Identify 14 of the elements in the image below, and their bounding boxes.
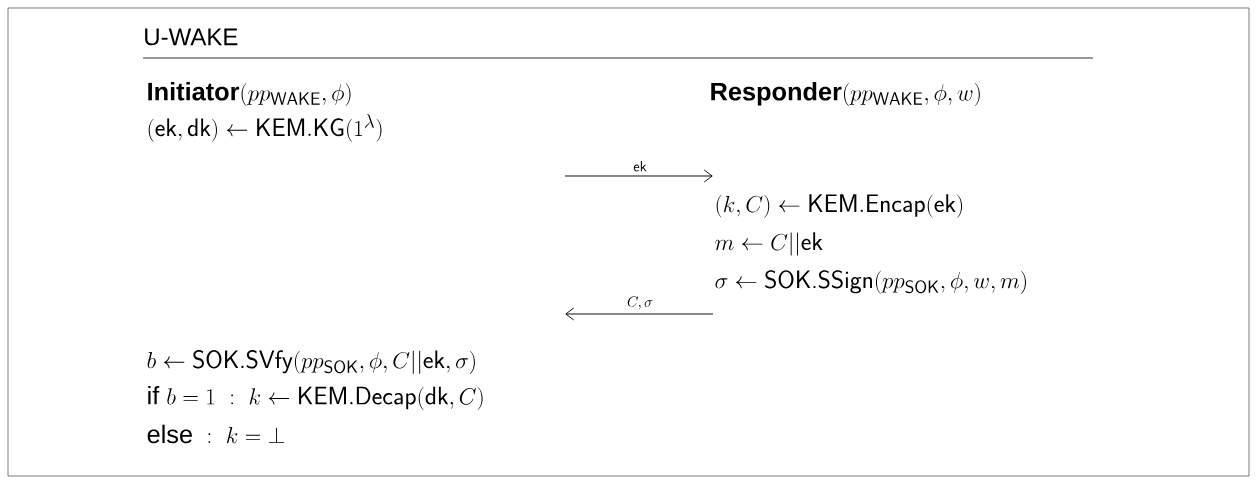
protocol-step: $m\leftarrow C||\mathsf{ek}$: [715, 232, 823, 256]
protocol-step: $b\leftarrow\mathsf{SOK.SVfy}(pp_{\mathsf{SOK}},\phi,C||\mathsf{ek},\sigma)$: [147, 350, 475, 374]
party-heading: $\textbf{Initiator}(pp_{\mathsf{WAKE}},\phi)$: [148, 81, 351, 107]
message-label: $C,\sigma$: [627, 296, 653, 310]
protocol-step: $\sigma\leftarrow\mathsf{SOK.SSign}(pp_{\mathsf{SOK}},\phi,w,m)$: [715, 270, 1026, 294]
message-arrow: [564, 169, 713, 183]
protocol-step: $(\mathsf{ek},\mathsf{dk})\leftarrow\mathsf{KEM.KG}(1^{\lambda})$: [148, 114, 382, 142]
party-heading: $\textbf{Responder}(pp_{\mathsf{WAKE}},\phi,w)$: [711, 81, 980, 107]
message-label: $\mathsf{ek}$: [633, 161, 647, 172]
protocol-step: $(k,C)\leftarrow\mathsf{KEM.Encap}(\mathsf{ek})$: [716, 194, 963, 218]
message-arrow: [565, 307, 714, 321]
diagram-title: U-WAKE: [145, 28, 238, 46]
protocol-step: $\mathrm{else}\ :\ k=\bot$: [147, 424, 285, 444]
protocol-step: $\mathrm{if}\ b=1\ :\ k\leftarrow\mathsf{KEM.Decap}(\mathsf{dk},C)$: [148, 385, 483, 411]
